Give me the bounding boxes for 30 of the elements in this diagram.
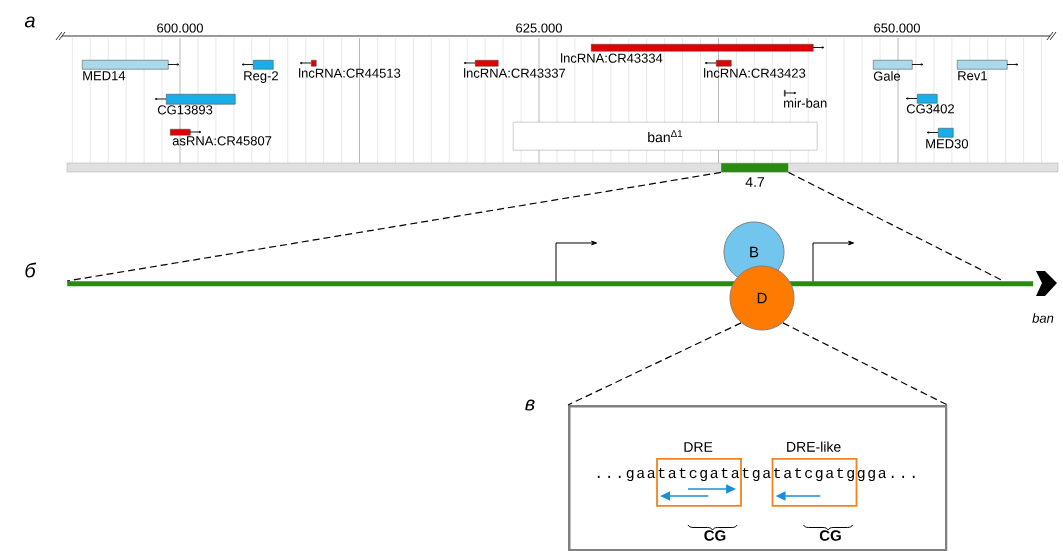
gene-label: MED14 [83,71,126,81]
gene-label: lncRNA:CR43334 [561,53,663,63]
gene-label: CG13893 [157,105,213,115]
gene-label: asRNA:CR45807 [172,136,272,146]
panel-letter: б [25,262,37,278]
gene-label: Reg-2 [244,71,278,83]
motif-label: DRE [684,442,713,452]
deletion-box: ban$^{Δ1}$ [513,122,818,151]
panel-letter: в [525,399,535,411]
gene-label: Rev1 [958,71,987,81]
motif-label: DRE-like [787,441,841,452]
gene-label: mir-ban [784,98,827,108]
axis-label: 650.000 [874,23,920,33]
gene-label: Gale [873,71,901,81]
gene-label: lncRNA:CR43423 [704,68,806,78]
zoom-frame [568,405,948,551]
gene-name: ban [1032,313,1054,323]
gene-label: lncRNA:CR43337 [464,68,566,78]
region-label: 4.7 [745,177,765,187]
gene-label: CG3402 [906,104,954,114]
zoom-line [567,322,742,406]
motif-caption: CG [819,530,841,541]
gene-label: lncRNA:CR44513 [299,68,401,78]
zoom-line [66,171,722,282]
panel-letter: а [24,16,35,28]
axis-label: 625.000 [516,23,562,33]
zoom-line [782,322,949,406]
motif-caption: CG [704,530,726,541]
gene-label: MED30 [926,139,969,149]
axis-label: 600.000 [157,23,203,33]
